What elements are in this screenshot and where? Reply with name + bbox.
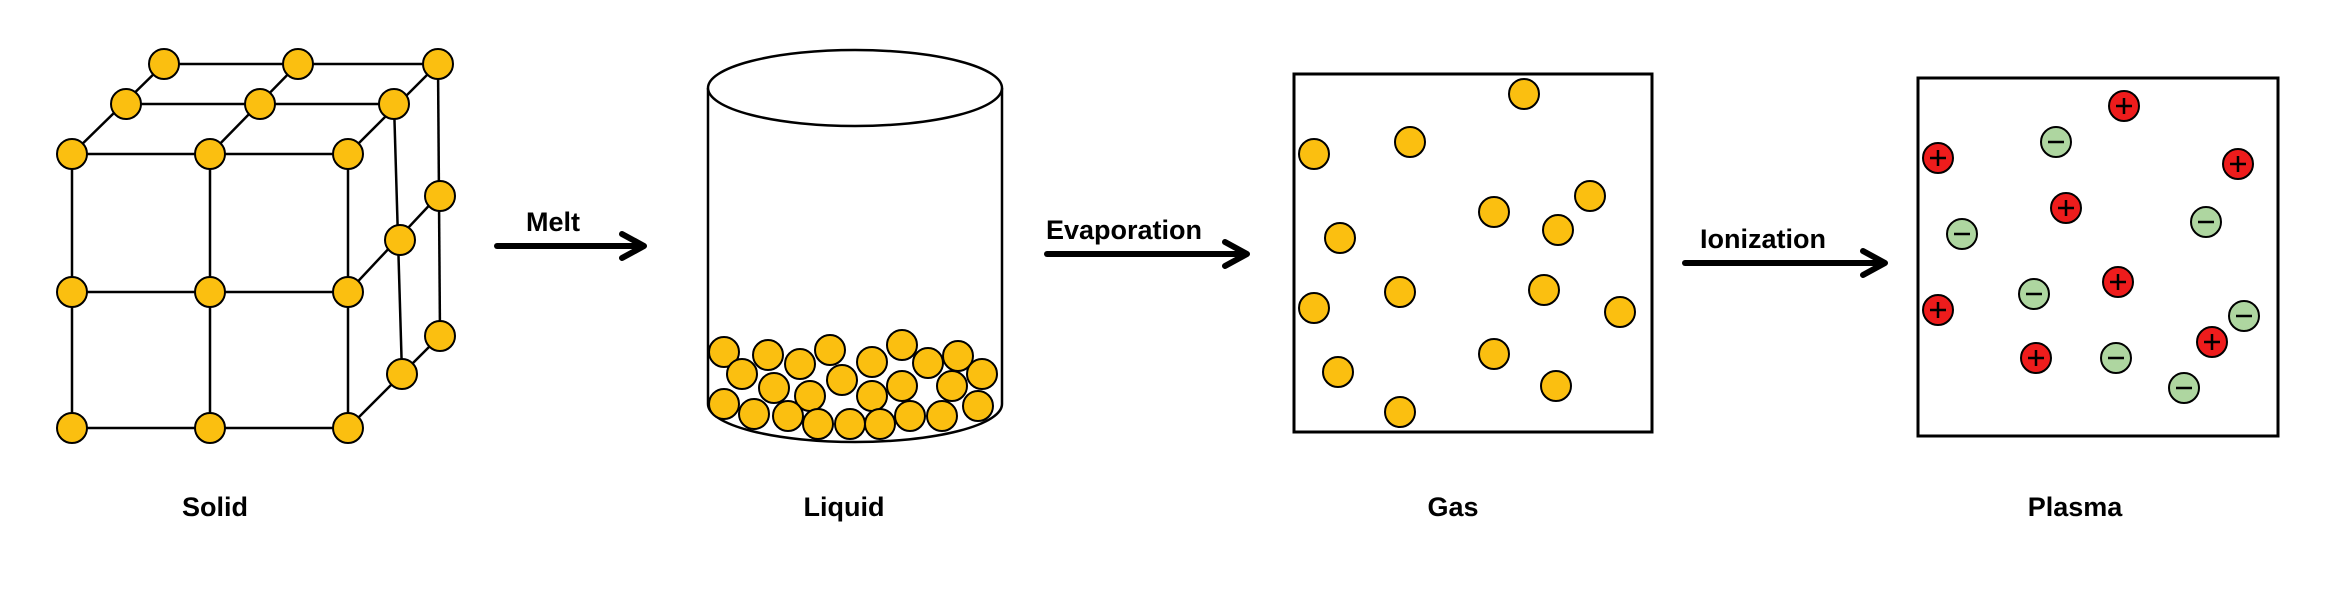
gas-box xyxy=(1292,72,1654,434)
plasma-box xyxy=(1916,76,2280,438)
gas-particle xyxy=(1324,222,1356,254)
gas-particle xyxy=(1478,338,1510,370)
liquid-particle xyxy=(708,336,740,368)
solid-atom xyxy=(110,88,142,120)
negative-ion xyxy=(2040,126,2072,158)
evaporation-label: Evaporation xyxy=(1046,215,1203,245)
positive-ion xyxy=(2020,342,2052,374)
negative-ion xyxy=(2168,372,2200,404)
gas-particle xyxy=(1384,396,1416,428)
positive-ion xyxy=(2102,266,2134,298)
gas-container xyxy=(1292,72,1654,434)
solid-atom xyxy=(56,138,88,170)
positive-ion xyxy=(2222,148,2254,180)
solid-atom xyxy=(194,138,226,170)
positive-ion xyxy=(2108,90,2140,122)
liquid-particle xyxy=(772,400,804,432)
liquid-particle xyxy=(784,348,816,380)
gas-particle xyxy=(1394,126,1426,158)
gas-particle xyxy=(1542,214,1574,246)
solid-atom xyxy=(56,412,88,444)
liquid-particle xyxy=(962,390,994,422)
liquid-particle xyxy=(864,408,896,440)
gas-particle xyxy=(1298,138,1330,170)
liquid-particle xyxy=(802,408,834,440)
plasma-container xyxy=(1916,76,2280,438)
positive-ion xyxy=(2196,326,2228,358)
liquid-container xyxy=(706,48,1004,444)
evaporation-arrow xyxy=(1044,239,1250,269)
liquid-particle xyxy=(926,400,958,432)
liquid-particle xyxy=(738,398,770,430)
solid-atom xyxy=(244,88,276,120)
ionization-label: Ionization xyxy=(1700,224,1826,254)
plasma-label: Plasma xyxy=(2027,492,2123,522)
gas-particle xyxy=(1508,78,1540,110)
liquid-particle xyxy=(758,372,790,404)
melt-arrow xyxy=(494,231,647,261)
negative-ion xyxy=(1946,218,1978,250)
gas-particle xyxy=(1540,370,1572,402)
liquid-particles xyxy=(708,329,998,440)
negative-ion xyxy=(2018,278,2050,310)
solid-lattice xyxy=(56,48,456,444)
solid-atom xyxy=(422,48,454,80)
positive-ion xyxy=(1922,142,1954,174)
liquid-particle xyxy=(856,380,888,412)
solid-atom xyxy=(332,412,364,444)
solid-atom xyxy=(378,88,410,120)
solid-label: Solid xyxy=(182,492,248,522)
ionization-arrow xyxy=(1682,248,1888,278)
liquid-particle xyxy=(834,408,866,440)
gas-particle xyxy=(1298,292,1330,324)
gas-particle xyxy=(1322,356,1354,388)
liquid-particle xyxy=(826,364,858,396)
liquid-particle xyxy=(894,400,926,432)
solid-atom xyxy=(384,224,416,256)
gas-particle xyxy=(1604,296,1636,328)
solid-atom xyxy=(332,276,364,308)
solid-atom xyxy=(424,180,456,212)
gas-particle xyxy=(1528,274,1560,306)
negative-ion xyxy=(2190,206,2222,238)
positive-ion xyxy=(2050,192,2082,224)
solid-atom xyxy=(386,358,418,390)
container-walls xyxy=(706,88,1004,444)
liquid-particle xyxy=(814,334,846,366)
solid-atom xyxy=(148,48,180,80)
gas-particle xyxy=(1384,276,1416,308)
liquid-particle xyxy=(726,358,758,390)
gas-label: Gas xyxy=(1427,492,1479,522)
solid-atom xyxy=(194,412,226,444)
solid-atom xyxy=(424,320,456,352)
gas-particle xyxy=(1478,196,1510,228)
solid-atom xyxy=(332,138,364,170)
container-rim xyxy=(706,48,1004,128)
plasma-ions xyxy=(1922,90,2260,404)
liquid-particle xyxy=(886,329,918,361)
liquid-particle xyxy=(912,347,944,379)
liquid-particle xyxy=(708,388,740,420)
negative-ion xyxy=(2228,300,2260,332)
liquid-particle xyxy=(936,370,968,402)
solid-atom xyxy=(282,48,314,80)
liquid-particle xyxy=(886,370,918,402)
negative-ion xyxy=(2100,342,2132,374)
liquid-particle xyxy=(966,358,998,390)
solid-atom xyxy=(194,276,226,308)
gas-particle xyxy=(1574,180,1606,212)
solid-atom xyxy=(56,276,88,308)
gas-particles xyxy=(1298,78,1636,428)
liquid-particle xyxy=(856,346,888,378)
positive-ion xyxy=(1922,294,1954,326)
liquid-label: Liquid xyxy=(803,492,885,522)
liquid-particle xyxy=(752,339,784,371)
liquid-particle xyxy=(942,340,974,372)
solid-particles xyxy=(56,48,456,444)
melt-label: Melt xyxy=(526,207,580,237)
